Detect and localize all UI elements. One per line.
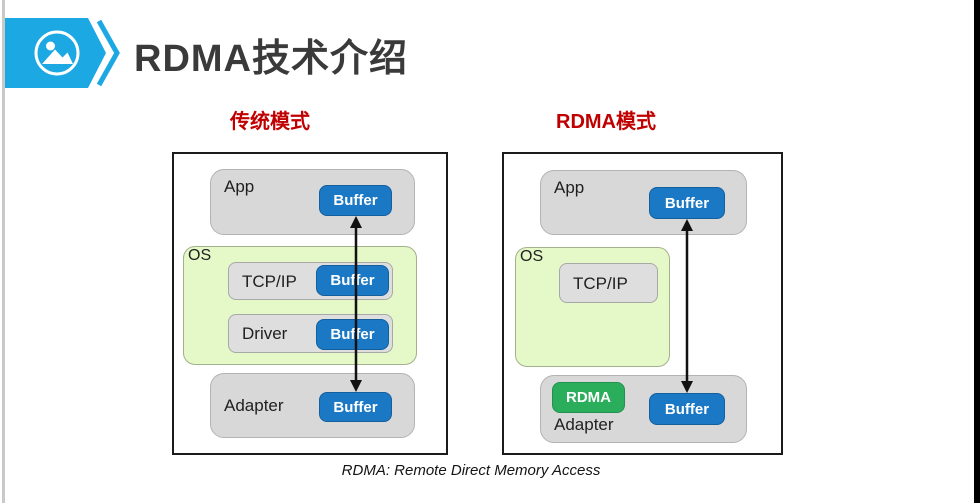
adapter-buffer: Buffer xyxy=(319,392,392,422)
heading-traditional-mode: 传统模式 xyxy=(230,111,310,133)
driver-box: Driver Buffer xyxy=(228,314,393,353)
slide-right-edge xyxy=(974,0,980,503)
os-box: OS TCP/IP Buffer Driver Buffer xyxy=(183,246,417,365)
tcpip-buffer: Buffer xyxy=(316,265,389,296)
adapter-label: Adapter xyxy=(224,396,284,415)
app-label: App xyxy=(554,178,585,197)
app-buffer: Buffer xyxy=(649,187,725,219)
tcpip-label: TCP/IP xyxy=(573,274,628,293)
rdma-mode-panel: App Buffer OS TCP/IP RDMA Adapter Buffer xyxy=(502,152,783,455)
chevron-right-icon xyxy=(96,19,120,87)
os-box: OS TCP/IP xyxy=(515,247,670,367)
slide-left-edge xyxy=(2,0,5,503)
rdma-chip: RDMA xyxy=(552,382,625,413)
tcpip-label: TCP/IP xyxy=(242,272,297,291)
driver-buffer: Buffer xyxy=(316,319,389,350)
adapter-box: Adapter Buffer xyxy=(210,373,415,438)
adapter-label: Adapter xyxy=(554,415,614,434)
heading-rdma-mode: RDMA模式 xyxy=(556,111,656,133)
image-icon xyxy=(34,30,80,76)
page-title: RDMA技术介绍 xyxy=(134,38,408,80)
driver-label: Driver xyxy=(242,324,288,343)
tcpip-box: TCP/IP Buffer xyxy=(228,262,393,300)
adapter-buffer: Buffer xyxy=(649,393,725,425)
app-label: App xyxy=(224,177,255,196)
adapter-box: RDMA Adapter Buffer xyxy=(540,375,747,443)
tcpip-box: TCP/IP xyxy=(559,263,658,303)
header-banner xyxy=(5,18,120,88)
traditional-mode-panel: App Buffer OS TCP/IP Buffer Driver Buffe… xyxy=(172,152,448,455)
app-box: App Buffer xyxy=(210,169,415,235)
app-box: App Buffer xyxy=(540,170,747,235)
app-buffer: Buffer xyxy=(319,185,392,216)
os-label: OS xyxy=(188,247,212,264)
os-label: OS xyxy=(520,248,544,265)
footnote: RDMA: Remote Direct Memory Access xyxy=(341,462,601,479)
